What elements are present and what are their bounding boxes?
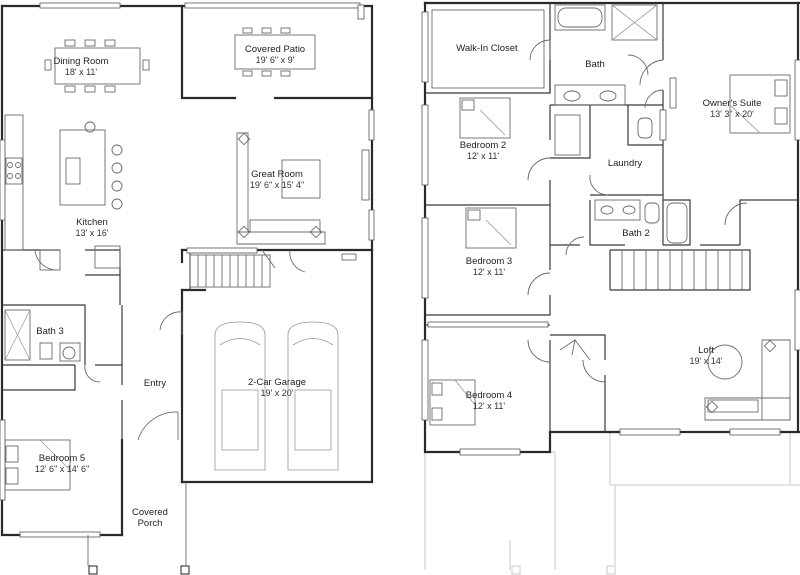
covered-patio-label: Covered Patio <box>245 44 305 55</box>
owners-suite-bed <box>729 74 791 134</box>
entry-label: Entry <box>144 378 166 389</box>
first-floor-windows <box>0 2 375 538</box>
bedroom-2-label: Bedroom 2 <box>460 140 506 151</box>
garage-size: 19' x 20' <box>261 388 294 398</box>
bedroom-2-size: 12' x 11' <box>467 151 500 161</box>
bedroom-5-size: 12' 6" x 14' 6" <box>35 464 89 474</box>
bedroom-4-size: 12' x 11' <box>473 401 506 411</box>
loft-label: Loft <box>698 345 714 356</box>
bedroom-3-bed <box>465 207 517 249</box>
bath-3-fixtures <box>4 309 81 362</box>
walk-in-closet-label: Walk-In Closet <box>456 43 518 54</box>
bath-2-fixtures <box>594 199 688 244</box>
second-floor: Walk-In Closet Bath Owner's Suite 13' 3"… <box>421 1 800 575</box>
second-floor-windows <box>421 11 800 456</box>
laundry-label: Laundry <box>608 158 643 169</box>
covered-porch-label-1: Covered <box>132 507 168 518</box>
loft-size: 19' x 14' <box>690 356 723 366</box>
covered-patio-size: 19' 6" x 9' <box>256 55 295 65</box>
first-floor: Dining Room 18' x 11' Covered Patio 19' … <box>0 2 375 575</box>
loft-furniture <box>704 339 791 421</box>
bedroom-3-size: 12' x 11' <box>473 267 506 277</box>
porch-posts <box>87 482 190 575</box>
first-floor-labels: Dining Room 18' x 11' Covered Patio 19' … <box>35 44 306 529</box>
bedroom-4-bed <box>429 379 476 426</box>
bath-fixtures <box>554 4 658 156</box>
bedroom-5-label: Bedroom 5 <box>39 453 85 464</box>
second-floor-door-swings <box>527 39 748 383</box>
bedroom-5-bed <box>4 439 71 491</box>
kitchen-label: Kitchen <box>76 217 108 228</box>
owners-suite-label: Owner's Suite <box>703 98 762 109</box>
owners-suite-size: 13' 3" x 20' <box>710 109 754 119</box>
walk-in-closet-shelving <box>431 9 545 89</box>
great-room-furniture <box>236 132 326 245</box>
first-floor-stairs <box>189 253 357 288</box>
garage-label: 2-Car Garage <box>248 377 306 388</box>
dining-room-size: 18' x 11' <box>65 67 98 77</box>
second-floor-labels: Walk-In Closet Bath Owner's Suite 13' 3"… <box>456 43 761 411</box>
patio-table <box>234 27 316 77</box>
garage-cars <box>214 321 339 471</box>
second-floor-stairs <box>621 250 743 290</box>
great-room-size: 19' 6" x 15' 4" <box>250 180 304 190</box>
bath-2-label: Bath 2 <box>622 228 649 239</box>
bedroom-2-bed <box>459 97 511 139</box>
kitchen-fixtures <box>4 114 123 271</box>
second-floor-walls <box>423 1 800 454</box>
kitchen-size: 13' x 16' <box>76 228 109 238</box>
bedroom-4-label: Bedroom 4 <box>466 390 512 401</box>
bath-label: Bath <box>585 59 605 70</box>
bath-3-label: Bath 3 <box>36 326 63 337</box>
second-floor-ghost-lines <box>424 432 800 575</box>
great-room-label: Great Room <box>251 169 303 180</box>
covered-porch-label-2: Porch <box>138 518 163 529</box>
dining-room-label: Dining Room <box>54 56 109 67</box>
bedroom-3-label: Bedroom 3 <box>466 256 512 267</box>
dining-table <box>44 39 150 93</box>
